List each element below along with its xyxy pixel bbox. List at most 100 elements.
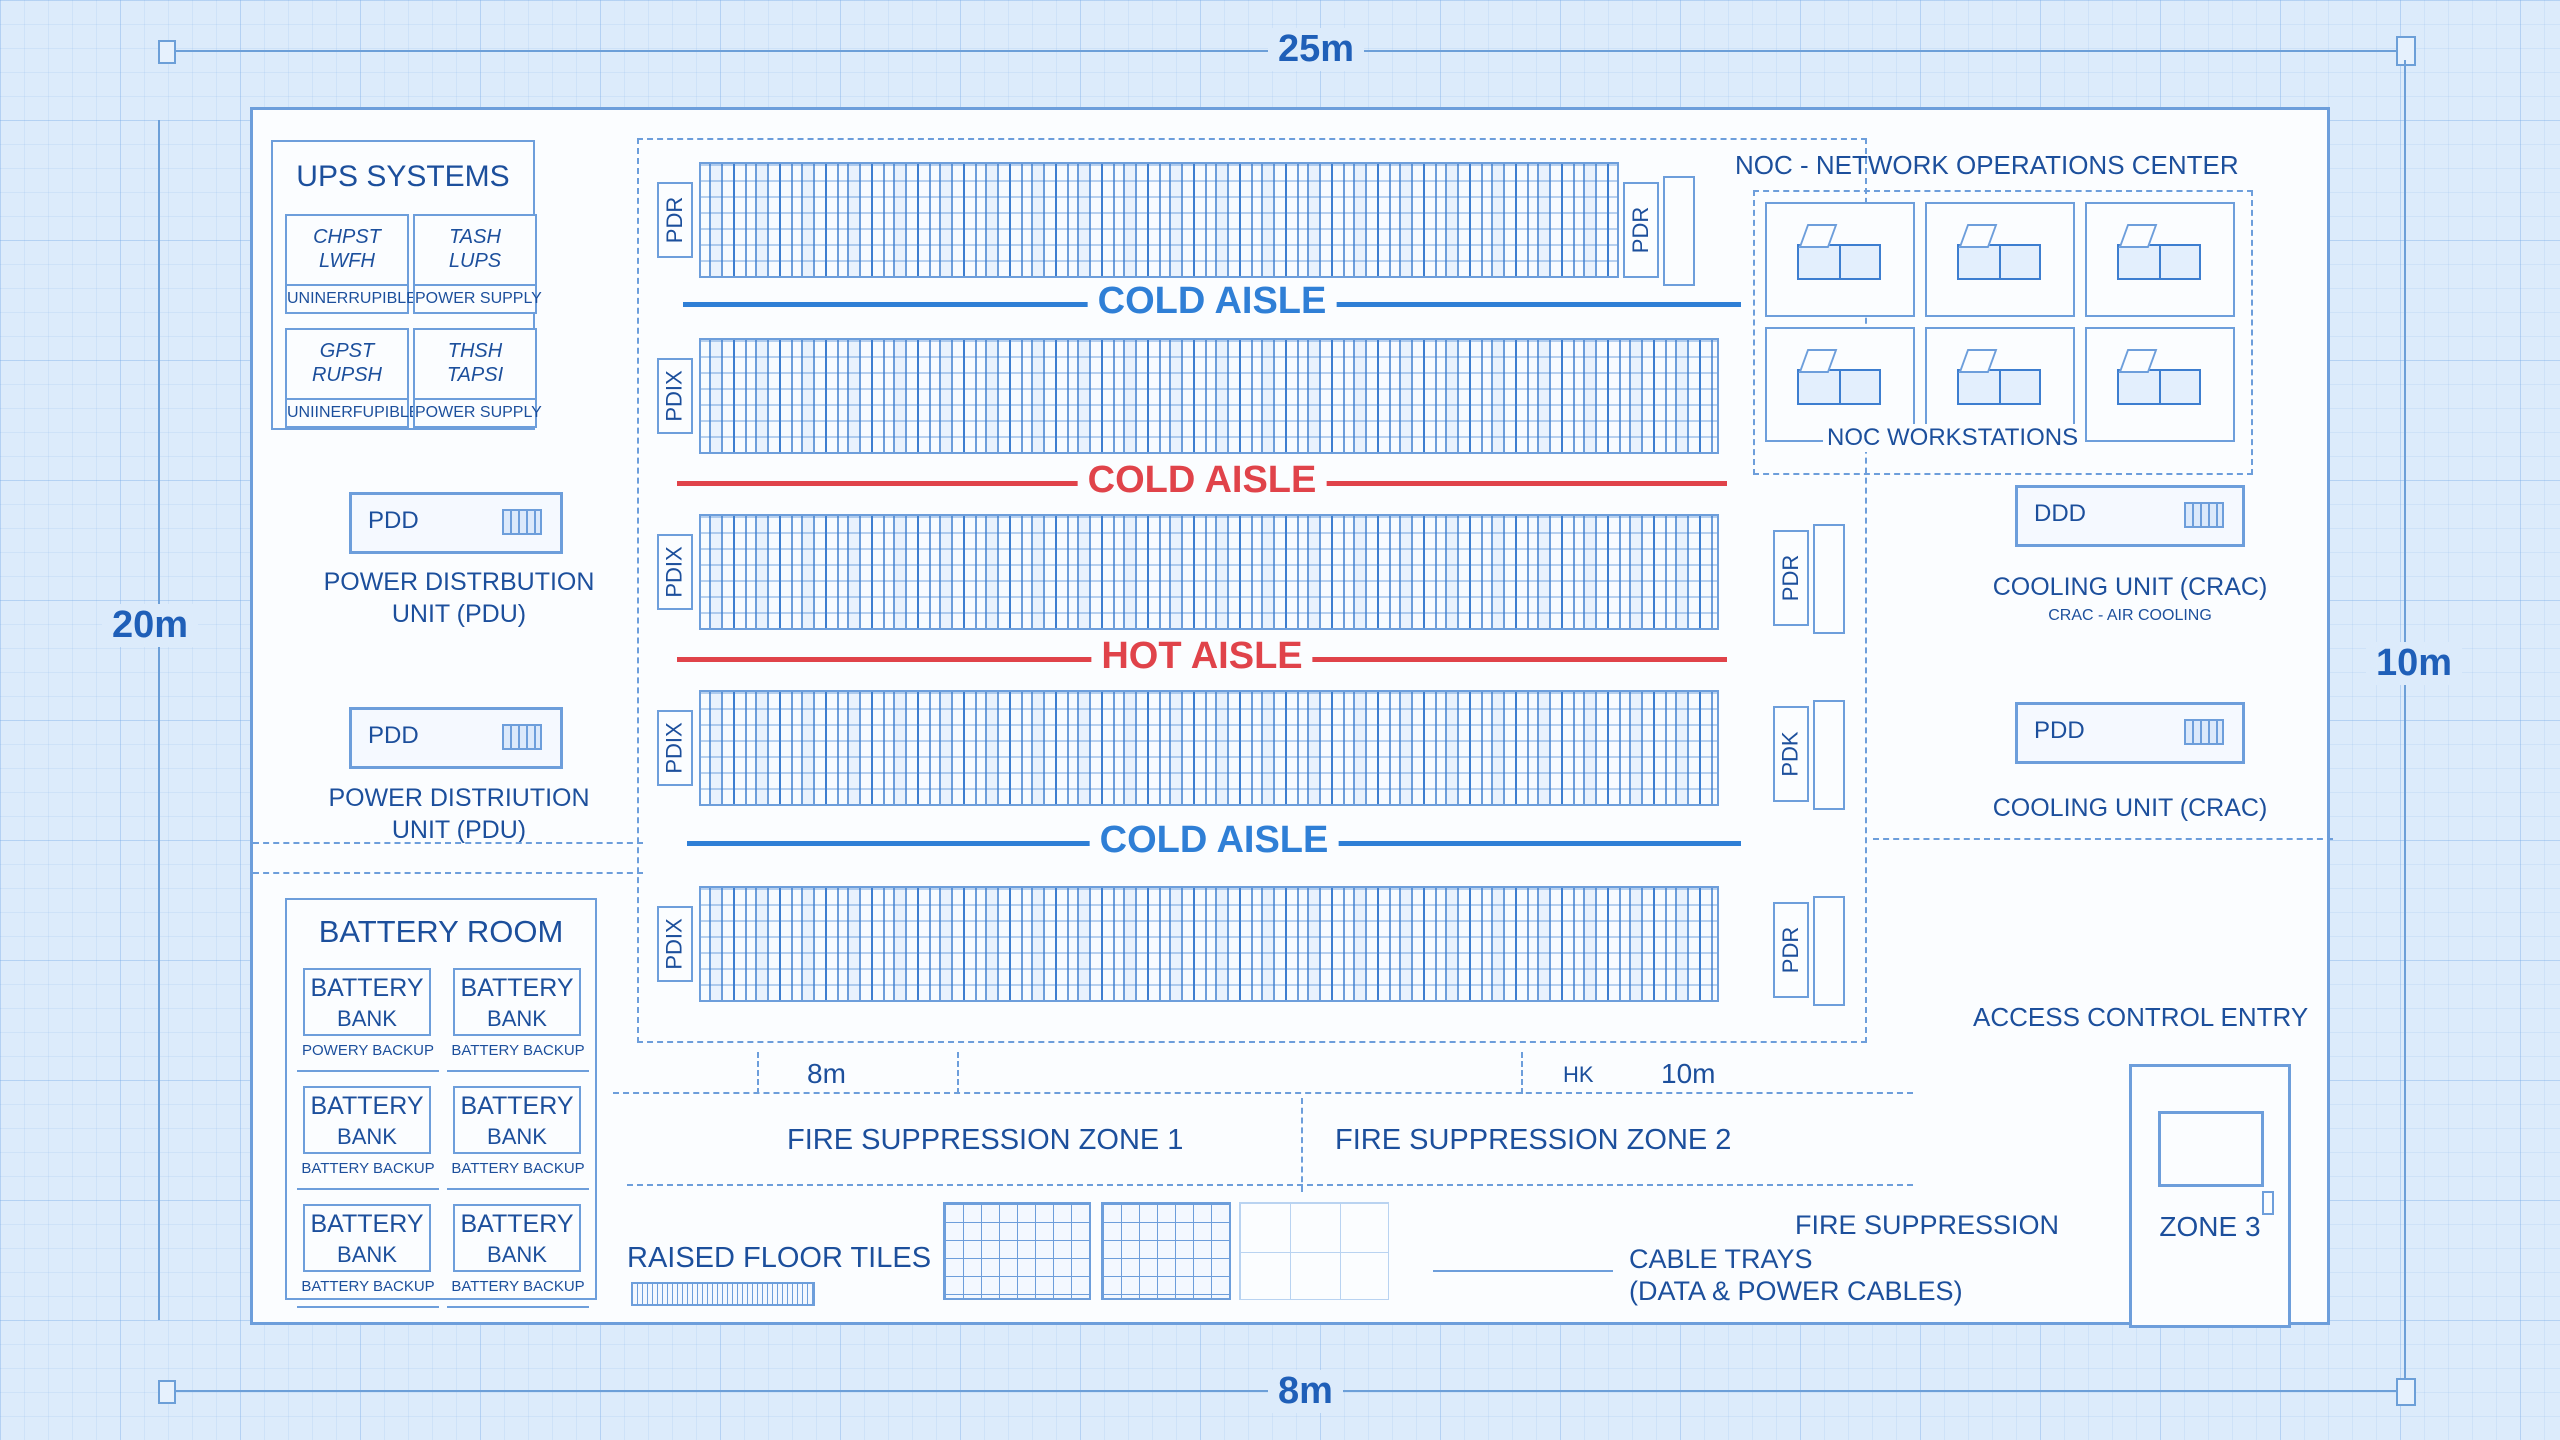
zone-divider [1301,1098,1303,1192]
pdu-tag-right[interactable]: PDR [1773,902,1809,998]
pdu-tag-text: PDR [662,196,688,244]
pdr-cabinet [1813,524,1845,634]
pdu-tag-right[interactable]: PDR [1773,530,1809,626]
noc-workstation[interactable] [2085,202,2235,317]
battery-bank-line: BATTERY [310,1092,424,1120]
battery-bank[interactable]: BATTERY BANK BATTERY BACKUP [297,1080,439,1190]
crac-unit-2[interactable]: PDD [2015,702,2245,764]
aisle-label: HOT AISLE [1091,635,1313,678]
noc-workstation[interactable] [1925,202,2075,317]
crac-tag: PDD [2034,717,2085,744]
cable-tray-leader [1433,1270,1613,1272]
measure-left: 8m [807,1058,846,1089]
battery-bank-line: BANK [337,1124,397,1149]
monitor-icon [1957,369,2001,405]
pdu-left-1[interactable]: PDD [349,492,563,554]
aisle-label: COLD AISLE [1089,819,1339,862]
pdu-switch-icon [502,724,542,750]
measure-right: 10m [1661,1058,1716,1089]
noc-title: NOC - NETWORK OPERATIONS CENTER [1735,150,2239,180]
pdu-tag: PDD [368,722,419,749]
server-rack-row[interactable] [699,338,1719,454]
battery-bank-sub: BATTERY BACKUP [451,1042,585,1059]
door-window [2158,1111,2264,1187]
server-rack-row[interactable] [699,690,1719,806]
server-rack-row[interactable] [699,514,1719,630]
floor-tiles-grid [943,1202,1091,1300]
door-handle-icon [2262,1191,2274,1215]
noc-workstation[interactable] [1765,202,1915,317]
ups-code: LUPS [448,250,502,272]
ups-unit-label: POWER SUPPLY [415,404,542,421]
battery-bank-sub: BATTERY BACKUP [301,1278,435,1295]
server-rack-row[interactable] [699,162,1619,278]
pdu-tag-text: PDR [1628,206,1654,254]
pdu-tag-text: PDR [1778,554,1804,602]
battery-bank-line: BANK [337,1242,397,1267]
zone-3-label: ZONE 3 [2159,1211,2261,1242]
pdu-tag-text: PDIX [662,722,688,774]
access-door[interactable]: ZONE 3 [2129,1064,2291,1328]
battery-bank-sub: BATTERY BACKUP [301,1160,435,1177]
dim-bottom-label: 8m [1268,1370,1343,1413]
crac-unit-1[interactable]: DDD [2015,485,2245,547]
separator-line [253,872,643,874]
fire-zone-1: FIRE SUPPRESSION ZONE 1 [787,1124,1184,1156]
pdu-tag-text: PDK [1778,731,1803,777]
pdu-tag-right[interactable]: PDR [1623,182,1659,278]
pdu-tag-left[interactable]: PDR [657,182,693,258]
dim-left-label: 20m [102,604,199,647]
monitor-icon [1797,244,1841,280]
ups-code: RUPSH [311,364,382,386]
ups-code: THSH [447,340,503,362]
dim-right-label: 10m [2366,642,2463,685]
pdu-tag-left[interactable]: PDIX [657,534,693,610]
pdu-left-1-label: POWER DISTRBUTION [323,568,595,596]
server-rack-row[interactable] [699,886,1719,1002]
raised-floor-label: RAISED FLOOR TILES [627,1242,932,1274]
pdu-tag-right[interactable]: PDK [1773,706,1809,802]
dim-tick [158,1380,176,1404]
monitor-icon [1837,369,1881,405]
noc-workstation[interactable] [1765,327,1915,442]
aisle-label: COLD AISLE [1087,280,1337,323]
measure-tick [957,1052,959,1094]
raised-floor-strip [631,1282,815,1306]
noc-boundary [1753,190,2253,475]
rack-hall-boundary [637,138,1867,1043]
pdr-cabinet [1663,176,1695,286]
pdu-tag-left[interactable]: PDIX [657,710,693,786]
noc-workstation[interactable] [1925,327,2075,442]
battery-bank-sub: POWERY BACKUP [302,1042,434,1059]
monitor-icon [2157,369,2201,405]
pdu-tag: PDD [368,507,419,534]
access-control-label: ACCESS CONTROL ENTRY [1973,1002,2309,1032]
crac-switch-icon [2184,719,2224,745]
ups-code: TAPSI [446,364,504,386]
battery-bank-line: BANK [337,1006,397,1031]
noc-workstation[interactable] [2085,327,2235,442]
battery-bank-line: BATTERY [460,974,574,1002]
cable-trays-label: CABLE TRAYS [1629,1244,1813,1274]
floor-tiles-grid [1101,1202,1231,1300]
pdu-left-2[interactable]: PDD [349,707,563,769]
battery-bank-sub: BATTERY BACKUP [451,1160,585,1177]
dim-tick [158,40,176,64]
cable-trays-sublabel: (DATA & POWER CABLES) [1629,1276,1963,1306]
pdu-tag-left[interactable]: PDIX [657,358,693,434]
pdu-tag-left[interactable]: PDIX [657,906,693,982]
